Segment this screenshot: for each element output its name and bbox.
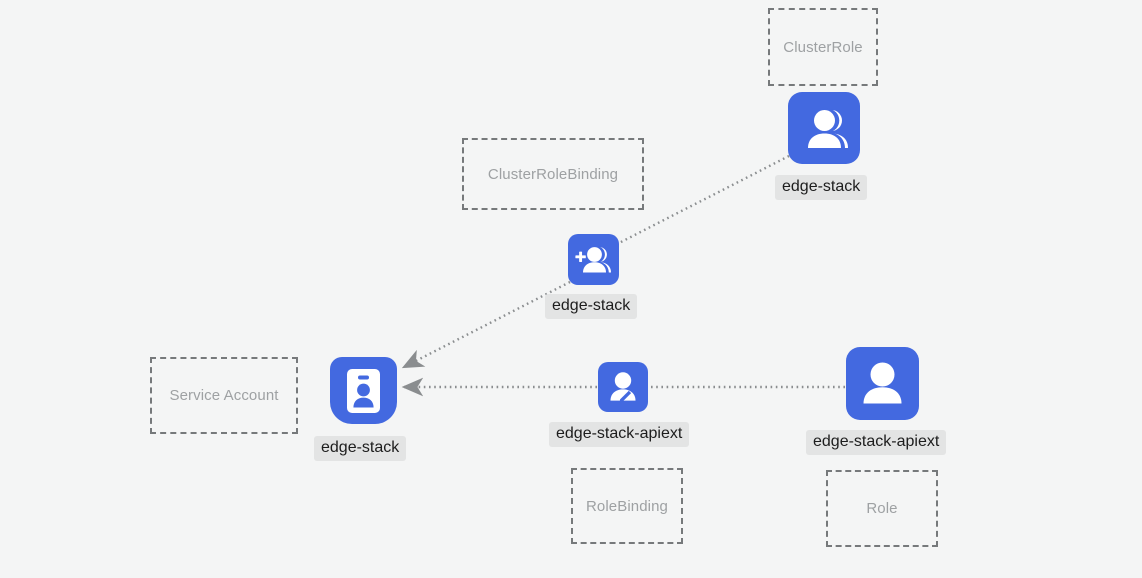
node-name-chip: edge-stack <box>545 294 638 320</box>
kind-box-service-account: Service Account <box>150 357 298 434</box>
kind-box-label: Role <box>866 500 898 517</box>
node-name-chip: edge-stack <box>775 175 868 201</box>
person-icon[interactable] <box>846 347 919 420</box>
id-badge-icon[interactable] <box>330 357 397 424</box>
kind-box-label: ClusterRole <box>783 38 863 56</box>
kind-box-label: RoleBinding <box>586 497 668 515</box>
node-name-chip: edge-stack-apiext <box>549 422 690 448</box>
kind-box-label: ClusterRoleBinding <box>487 165 619 183</box>
kind-box-clusterrole: ClusterRole <box>768 8 878 86</box>
person-edit-icon[interactable] <box>598 362 648 412</box>
kind-box-label: Service Account <box>169 387 279 404</box>
edge-clusterrole-to-clusterrolebinding <box>618 154 790 245</box>
node-name-chip: edge-stack <box>314 436 407 462</box>
kind-box-rolebinding: RoleBinding <box>571 468 683 544</box>
kind-box-clusterrolebinding: ClusterRoleBinding <box>462 138 644 210</box>
node-name-chip: edge-stack-apiext <box>806 430 947 456</box>
group-people-icon[interactable] <box>788 92 860 164</box>
person-add-icon[interactable] <box>568 234 619 285</box>
kind-box-role: Role <box>826 470 938 547</box>
